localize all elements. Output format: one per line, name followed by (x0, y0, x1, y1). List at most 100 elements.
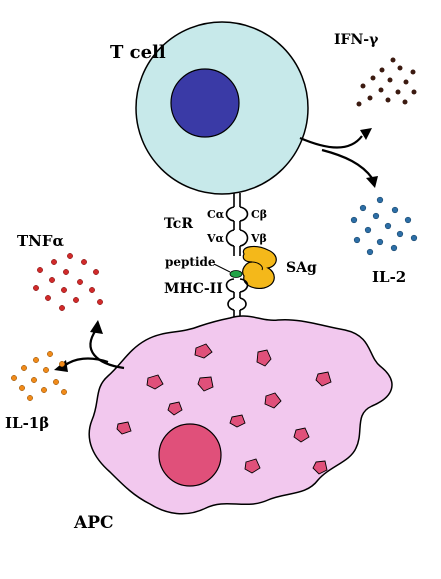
tnf-arrow-head (90, 320, 103, 334)
tnf-dot (89, 287, 95, 293)
il1-dot (19, 385, 25, 391)
tnf-dot (45, 295, 51, 301)
c-beta-label: Cβ (251, 208, 267, 221)
il2-dot (404, 216, 412, 224)
ifn-dot (403, 79, 409, 85)
ifn-dot (410, 69, 416, 75)
apc-granule (244, 458, 261, 474)
apc-granule (197, 376, 214, 392)
tnf-dot (51, 259, 57, 265)
il1-dot (53, 379, 59, 385)
apc-granule (312, 460, 328, 475)
il2-arrow-head (366, 176, 378, 188)
il1-dot (47, 351, 53, 357)
il2-label: IL-2 (372, 268, 406, 286)
ifn-dot (390, 57, 396, 63)
il1-dot (43, 367, 49, 373)
sag-label: SAg (286, 260, 317, 276)
ifn-dot (387, 77, 393, 83)
mhc-ii (225, 278, 249, 318)
apc-granule (229, 414, 246, 428)
c-alpha-label: Cα (207, 208, 225, 221)
ifn-dot (402, 99, 408, 105)
il1-dot (59, 361, 65, 367)
apc-granule (146, 374, 164, 390)
apc-granule (293, 427, 310, 443)
ifn-arrow-head (360, 128, 372, 140)
apc-granule (256, 349, 272, 367)
ifn-dot (367, 95, 373, 101)
tnf-dot (61, 287, 67, 293)
il2-dot (384, 222, 392, 230)
v-beta-label: Vβ (250, 232, 267, 245)
tcr-receptor (225, 193, 249, 256)
il1-beta-label: IL-1β (5, 414, 49, 432)
il2-dot (376, 196, 384, 204)
il2-dot (390, 244, 398, 252)
tnf-dot (73, 297, 79, 303)
ifn-dot (356, 101, 362, 107)
il1-dot (41, 387, 47, 393)
il2-arrow (321, 148, 373, 179)
tnf-dot (97, 299, 103, 305)
ifn-dot (395, 89, 401, 95)
il2-dots (350, 196, 418, 256)
il2-dot (359, 204, 367, 212)
tnf-dot (81, 259, 87, 265)
tnf-dot (33, 285, 39, 291)
apc-granule (194, 343, 213, 359)
ifn-dot (379, 67, 385, 73)
il2-dot (410, 234, 418, 242)
peptide (229, 270, 243, 278)
tnf-dot (93, 269, 99, 275)
tnf-dot (37, 267, 43, 273)
il1-beta-dots (11, 351, 67, 401)
il1-dot (27, 395, 33, 401)
il2-dot (366, 248, 374, 256)
apc-nucleus (158, 423, 222, 487)
tnf-dot (77, 279, 83, 285)
peptide-pointer (213, 263, 231, 273)
tnf-dot (49, 277, 55, 283)
il2-dot (396, 230, 404, 238)
il1-dot (11, 375, 17, 381)
il2-dot (350, 216, 358, 224)
il1-dot (31, 377, 37, 383)
tnf-arrow (89, 329, 125, 370)
tnf-dot (63, 269, 69, 275)
t-cell-label: T cell (110, 42, 166, 63)
peptide-label: peptide (165, 255, 216, 269)
apc-granule (315, 371, 332, 387)
ifn-dot (397, 65, 403, 71)
apc-granules (116, 343, 332, 475)
il2-dot (364, 226, 372, 234)
ifn-dot (370, 75, 376, 81)
ifn-dot (385, 97, 391, 103)
tnf-alpha-dots (33, 253, 103, 311)
ifn-arrow (299, 135, 363, 149)
apc-label: APC (73, 513, 114, 533)
il1-dot (33, 357, 39, 363)
il2-dot (353, 236, 361, 244)
ifn-gamma-dots (356, 57, 417, 107)
tnf-dot (67, 253, 73, 259)
tnf-alpha-label: TNFα (17, 232, 65, 250)
tnf-dot (59, 305, 65, 311)
apc-granule (264, 392, 282, 409)
apc-granule (116, 421, 132, 435)
ifn-dot (360, 83, 366, 89)
il1-dot (21, 365, 27, 371)
mhc-ii-label: MHC-II (164, 281, 223, 297)
ifn-dot (411, 89, 417, 95)
il2-dot (391, 206, 399, 214)
tcr-label: TcR (164, 216, 193, 232)
apc-granule (167, 401, 183, 416)
sag-molecule (242, 245, 277, 289)
il1-dot (61, 389, 67, 395)
il2-dot (372, 212, 380, 220)
il2-dot (376, 238, 384, 246)
v-alpha-label: Vα (206, 232, 225, 245)
t-cell-nucleus (170, 68, 240, 138)
